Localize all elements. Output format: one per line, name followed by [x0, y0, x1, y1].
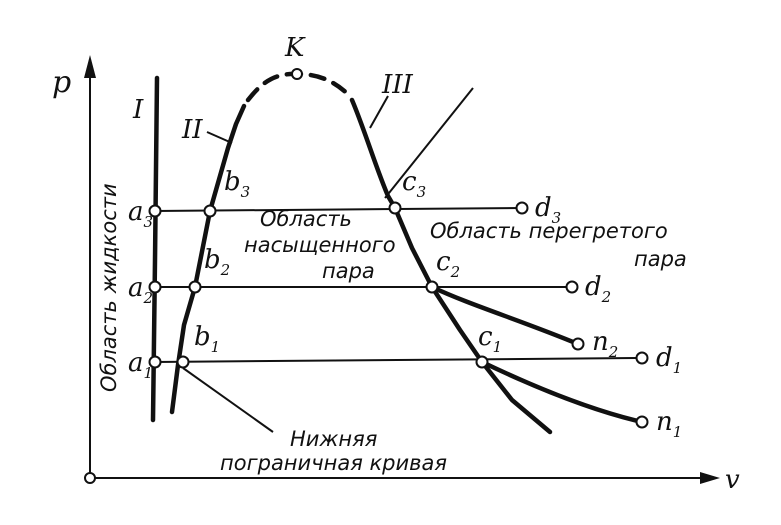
point-n1: [635, 415, 649, 429]
label-c2: c2: [436, 247, 460, 281]
lower-curve-leader: [182, 367, 274, 433]
point-d2: [565, 280, 579, 294]
curve-c2-n2: [429, 284, 581, 347]
curve-I: [150, 75, 160, 423]
label-n1: n1: [656, 407, 682, 441]
label-b1: b1: [194, 322, 220, 356]
region-liquid-label: Область жидкости: [97, 183, 121, 392]
point-a1: [148, 355, 162, 369]
point-b2: [188, 280, 202, 294]
point-b1: [176, 355, 190, 369]
curve-I-label: I: [132, 95, 144, 125]
label-d2: d2: [585, 272, 611, 306]
point-a2: [148, 280, 162, 294]
point-n2: [571, 337, 585, 351]
point-c3: [388, 201, 402, 215]
origin-point: [84, 472, 96, 484]
y-axis-label: p: [52, 65, 71, 100]
region-saturated-line2: насыщенного: [244, 233, 396, 257]
x-axis-label: v: [725, 465, 740, 495]
lower-curve-line1: Нижняя: [290, 427, 377, 451]
lower-curve-line2: пограничная кривая: [220, 451, 447, 475]
y-axis-arrow: [84, 55, 96, 78]
critical-point-label: K: [284, 33, 306, 63]
point-c2: [425, 280, 439, 294]
label-d3: d3: [535, 193, 561, 227]
curve-III-label: III: [381, 70, 414, 100]
point-c1: [475, 355, 489, 369]
label-a1: a1: [128, 348, 153, 382]
label-n2: n2: [592, 327, 618, 361]
curve-c1-n1: [479, 359, 645, 425]
diagonal-isotherm: [384, 87, 474, 199]
x-axis-arrow: [700, 472, 720, 484]
region-saturated-line1: Область: [260, 207, 352, 231]
point-a3: [148, 204, 162, 218]
region-saturated-line3: пара: [322, 259, 375, 283]
curve-II-leader: [206, 131, 233, 144]
isobar-1: [154, 357, 643, 363]
label-c3: c3: [402, 167, 426, 201]
axes: p v: [52, 55, 740, 495]
curve-III-leader: [369, 95, 389, 129]
point-d1: [635, 351, 649, 365]
label-c1: c1: [478, 322, 502, 356]
label-b2: b2: [204, 245, 230, 279]
label-a2: a2: [128, 273, 153, 307]
label-b3: b3: [224, 167, 250, 201]
curve-III: [349, 97, 553, 435]
point-b3: [203, 204, 217, 218]
region-superheated-line1: Область перегретого: [430, 219, 668, 243]
label-d1: d1: [656, 343, 682, 377]
curve-II-label: II: [181, 115, 203, 145]
region-superheated-line2: пара: [634, 247, 687, 271]
point-labels: a3 a2 a1 b3 b2 b1 c3 c2 c1 d3 d2 d1 n2 n…: [128, 167, 682, 441]
state-points: [148, 201, 649, 429]
point-d3: [515, 201, 529, 215]
critical-point-K: [291, 68, 303, 80]
label-a3: a3: [128, 197, 153, 231]
